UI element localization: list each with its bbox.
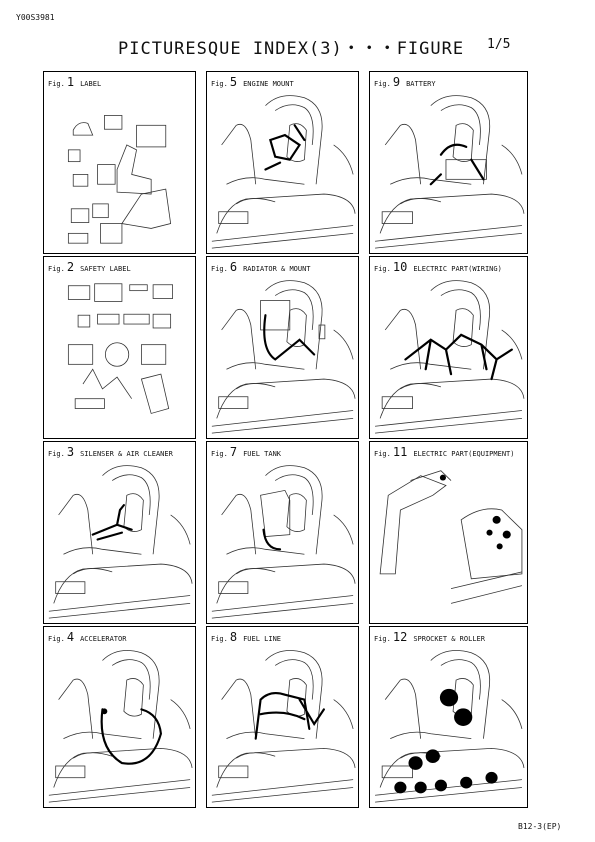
figure-number: 1 bbox=[66, 75, 75, 89]
figure-title: ENGINE MOUNT bbox=[243, 80, 294, 88]
line-art bbox=[48, 465, 193, 619]
line-art bbox=[67, 283, 173, 414]
line-art bbox=[375, 95, 525, 249]
safety-label-illustration bbox=[44, 271, 195, 438]
line-art bbox=[211, 95, 356, 249]
figure-number: 6 bbox=[229, 260, 238, 274]
arm-illustration bbox=[370, 456, 527, 623]
fig-prefix: Fig. bbox=[211, 450, 228, 458]
figure-panel-5[interactable]: Fig.5 ENGINE MOUNT bbox=[206, 71, 359, 254]
figure-number: 4 bbox=[66, 630, 75, 644]
machine-illustration bbox=[207, 456, 358, 623]
figure-panel-7[interactable]: Fig.7 FUEL TANK bbox=[206, 441, 359, 624]
figure-panel-11[interactable]: Fig.11 ELECTRIC PART(EQUIPMENT) bbox=[369, 441, 528, 624]
machine-illustration bbox=[207, 271, 358, 438]
machine-illustration bbox=[44, 456, 195, 623]
figure-title: SILENSER & AIR CLEANER bbox=[80, 450, 173, 458]
fig-prefix: Fig. bbox=[374, 80, 391, 88]
figure-title: SPROCKET & ROLLER bbox=[413, 635, 485, 643]
line-art bbox=[211, 650, 356, 803]
machine-illustration bbox=[44, 641, 195, 807]
figure-title: RADIATOR & MOUNT bbox=[243, 265, 311, 273]
fig-prefix: Fig. bbox=[374, 450, 391, 458]
figure-number: 3 bbox=[66, 445, 75, 459]
figure-title: FUEL LINE bbox=[243, 635, 282, 643]
figure-panel-12[interactable]: Fig.12 SPROCKET & ROLLER bbox=[369, 626, 528, 808]
line-art bbox=[375, 280, 525, 434]
fig-prefix: Fig. bbox=[48, 265, 65, 273]
figure-title: SAFETY LABEL bbox=[80, 265, 131, 273]
figure-panel-10[interactable]: Fig.10 ELECTRIC PART(WIRING) bbox=[369, 256, 528, 439]
figure-title: LABEL bbox=[80, 80, 102, 88]
figure-panel-4[interactable]: Fig.4 ACCELERATOR bbox=[43, 626, 196, 808]
figure-title: ELECTRIC PART(WIRING) bbox=[413, 265, 502, 273]
machine-illustration bbox=[370, 271, 527, 438]
figure-title: BATTERY bbox=[406, 80, 436, 88]
figure-panel-3[interactable]: Fig.3 SILENSER & AIR CLEANER bbox=[43, 441, 196, 624]
figure-number: 2 bbox=[66, 260, 75, 274]
line-art bbox=[211, 280, 356, 434]
figure-number: 10 bbox=[392, 260, 408, 274]
line-art bbox=[67, 115, 172, 244]
fig-prefix: Fig. bbox=[211, 635, 228, 643]
fig-prefix: Fig. bbox=[48, 450, 65, 458]
fig-prefix: Fig. bbox=[48, 635, 65, 643]
line-art bbox=[48, 650, 193, 803]
figure-number: 7 bbox=[229, 445, 238, 459]
footer-code: B12-3(EP) bbox=[518, 822, 562, 831]
machine-illustration bbox=[370, 641, 527, 807]
figure-number: 11 bbox=[392, 445, 408, 459]
page-title: PICTURESQUE INDEX(3)・・・FIGURE bbox=[118, 39, 465, 59]
figure-panel-1[interactable]: Fig.1 LABEL bbox=[43, 71, 196, 254]
figure-number: 12 bbox=[392, 630, 408, 644]
fig-prefix: Fig. bbox=[48, 80, 65, 88]
line-art bbox=[211, 465, 356, 619]
document-id: Y00S3981 bbox=[16, 13, 55, 22]
fig-prefix: Fig. bbox=[374, 265, 391, 273]
fig-prefix: Fig. bbox=[211, 80, 228, 88]
figure-number: 5 bbox=[229, 75, 238, 89]
figure-panel-8[interactable]: Fig.8 FUEL LINE bbox=[206, 626, 359, 808]
figure-number: 9 bbox=[392, 75, 401, 89]
machine-illustration bbox=[207, 86, 358, 253]
figure-panel-2[interactable]: Fig.2 SAFETY LABEL bbox=[43, 256, 196, 439]
machine-illustration bbox=[370, 86, 527, 253]
figure-panel-9[interactable]: Fig.9 BATTERY bbox=[369, 71, 528, 254]
line-art bbox=[375, 650, 525, 803]
fig-prefix: Fig. bbox=[374, 635, 391, 643]
machine-illustration bbox=[207, 641, 358, 807]
figure-title: FUEL TANK bbox=[243, 450, 282, 458]
figure-title: ACCELERATOR bbox=[80, 635, 127, 643]
line-art bbox=[379, 470, 523, 604]
page-number: 1/5 bbox=[487, 37, 511, 52]
figure-panel-6[interactable]: Fig.6 RADIATOR & MOUNT bbox=[206, 256, 359, 439]
figure-title: ELECTRIC PART(EQUIPMENT) bbox=[413, 450, 515, 458]
label-illustration bbox=[44, 86, 195, 253]
fig-prefix: Fig. bbox=[211, 265, 228, 273]
figure-number: 8 bbox=[229, 630, 238, 644]
